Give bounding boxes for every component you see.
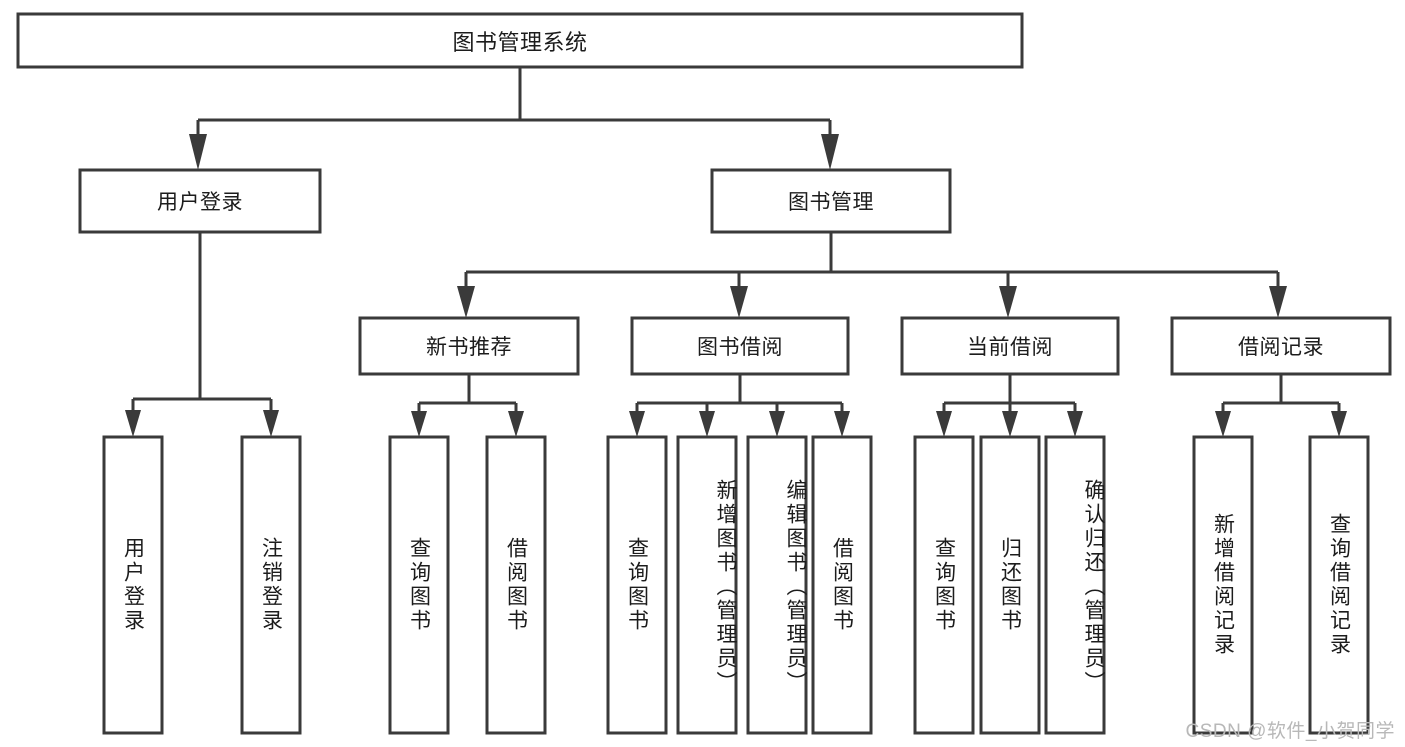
level3-node-box-current-borrow[interactable]: [900, 316, 1120, 376]
arrow-head-leaf-book-borrow-2: [699, 411, 715, 437]
arrow-head-user-login: [189, 134, 207, 170]
arrow-head-leaf-current-borrow-2: [1002, 411, 1018, 437]
leaf-node-box-new-book-1[interactable]: [388, 435, 450, 735]
leaf-node-box-book-borrow-3[interactable]: [746, 435, 808, 735]
leaf-node-box-user-login-2[interactable]: [240, 435, 302, 735]
arrow-head-leaf-borrow-record-2: [1331, 411, 1347, 437]
arrow-head-borrow-record: [1269, 286, 1287, 318]
leaf-node-box-new-book-2[interactable]: [485, 435, 547, 735]
arrow-head-current-borrow: [999, 286, 1017, 318]
leaf-node-box-book-borrow-1[interactable]: [606, 435, 668, 735]
arrow-head-leaf-new-book-1: [411, 411, 427, 437]
leaf-node-box-book-borrow-2[interactable]: [676, 435, 738, 735]
level2-node-box-book-manage[interactable]: [710, 168, 952, 234]
level3-node-box-new-book[interactable]: [358, 316, 580, 376]
arrow-head-book-borrow: [730, 286, 748, 318]
level2-node-box-user-login[interactable]: [78, 168, 322, 234]
arrow-head-new-book: [457, 286, 475, 318]
arrow-head-leaf-user-login-2: [263, 410, 279, 437]
level3-node-box-book-borrow[interactable]: [630, 316, 850, 376]
arrow-head-leaf-new-book-2: [508, 411, 524, 437]
leaf-node-box-current-borrow-2[interactable]: [979, 435, 1041, 735]
arrow-head-leaf-user-login-1: [125, 410, 141, 437]
arrow-head-leaf-book-borrow-1: [629, 411, 645, 437]
leaf-node-box-borrow-record-2[interactable]: [1308, 435, 1370, 735]
arrow-head-book-manage: [821, 134, 839, 170]
level3-node-box-borrow-record[interactable]: [1170, 316, 1392, 376]
leaf-node-box-book-borrow-4[interactable]: [811, 435, 873, 735]
arrow-head-leaf-current-borrow-1: [936, 411, 952, 437]
leaf-node-box-current-borrow-3[interactable]: [1044, 435, 1106, 735]
arrow-head-leaf-borrow-record-1: [1215, 411, 1231, 437]
leaf-node-box-current-borrow-1[interactable]: [913, 435, 975, 735]
leaf-node-box-user-login-1[interactable]: [102, 435, 164, 735]
leaf-node-box-borrow-record-1[interactable]: [1192, 435, 1254, 735]
arrow-head-leaf-book-borrow-3: [769, 411, 785, 437]
arrow-head-leaf-current-borrow-3: [1067, 411, 1083, 437]
root-node-box[interactable]: [16, 12, 1024, 69]
arrow-head-leaf-book-borrow-4: [834, 411, 850, 437]
